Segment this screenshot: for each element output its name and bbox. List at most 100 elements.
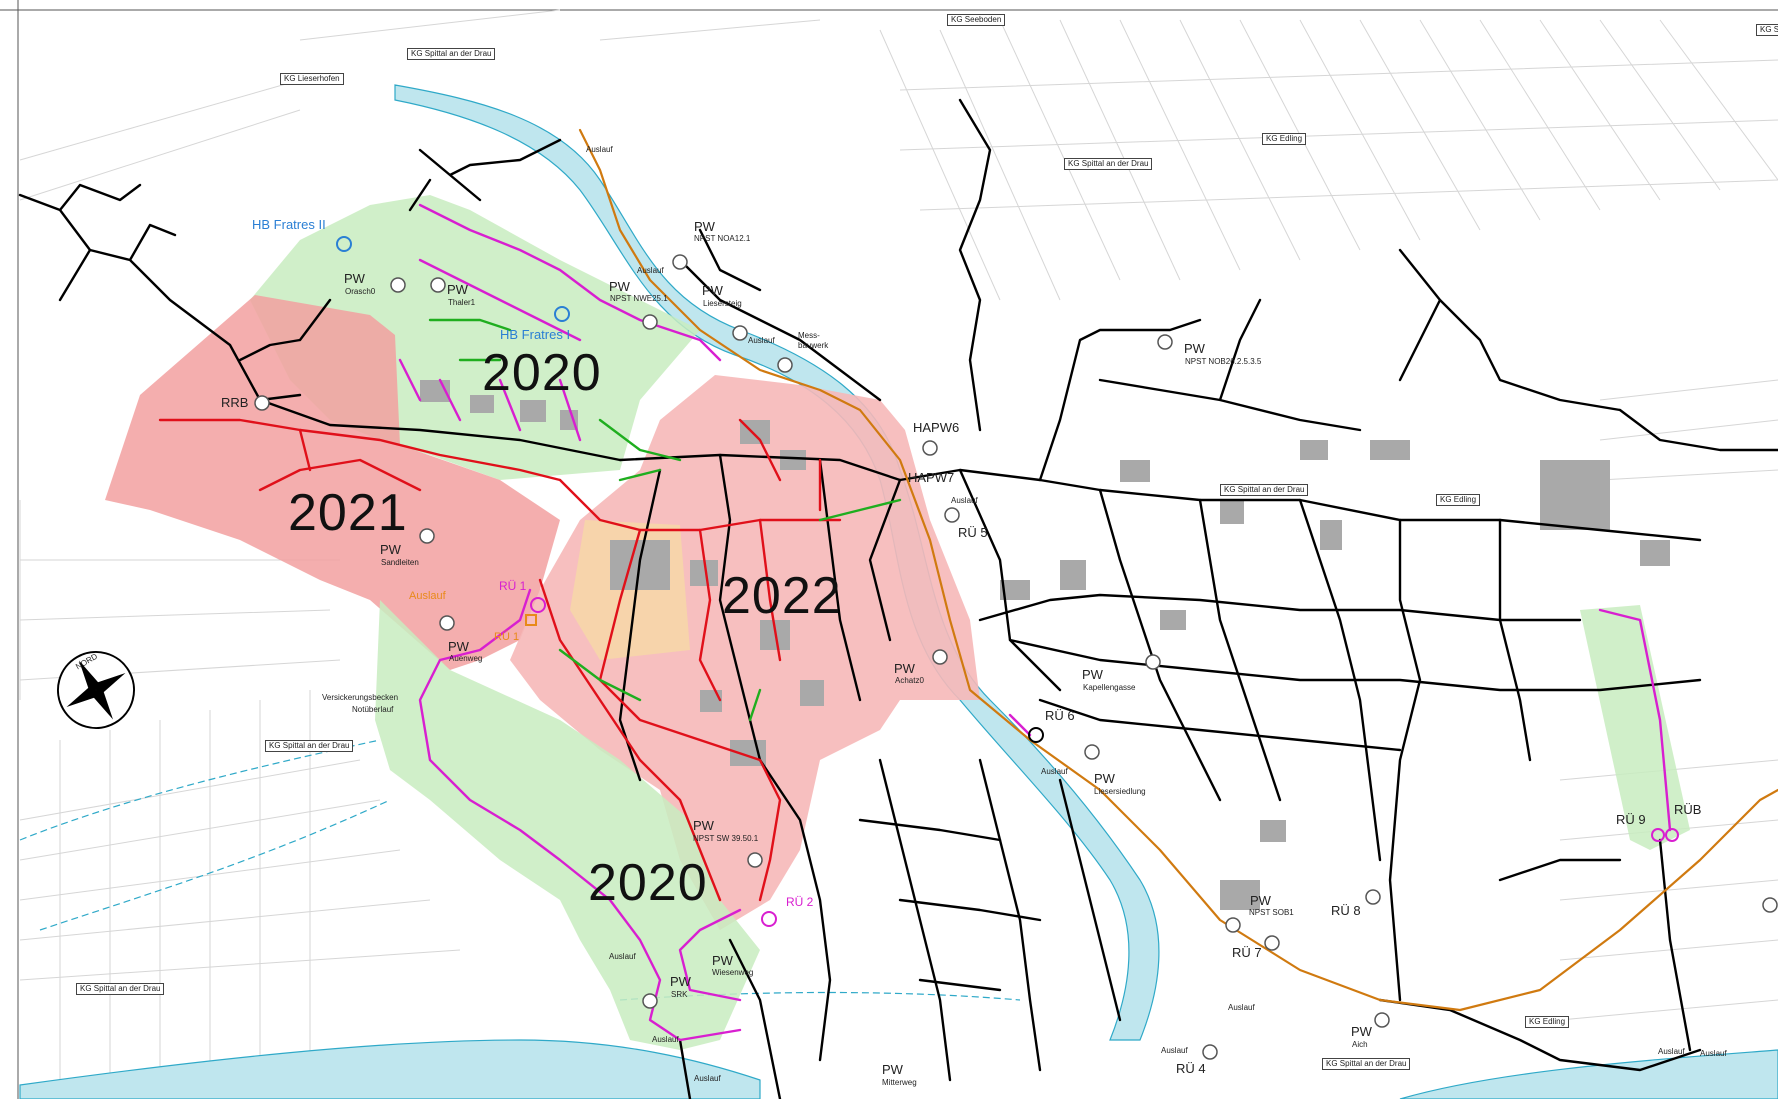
- ru5-label: RÜ 5: [958, 525, 988, 540]
- ru4-label: RÜ 4: [1176, 1061, 1206, 1076]
- pw-label: PW: [712, 953, 733, 968]
- pw-sublabel: Aich: [1352, 1040, 1368, 1049]
- auslauf-label: Auslauf: [652, 1035, 679, 1044]
- versickerung-label: Versickerungsbecken: [322, 693, 399, 702]
- auslauf-label: Auslauf: [1228, 1003, 1255, 1012]
- pw-sublabel: Kapellengasse: [1083, 683, 1136, 692]
- ru6-label: RÜ 6: [1045, 708, 1075, 723]
- pw-sublabel: SRK: [671, 990, 688, 999]
- hb-fratres1-symbol: [554, 306, 570, 322]
- pw-label: PW: [694, 219, 715, 234]
- buildings: [420, 380, 1670, 910]
- auslauf-label: Auslauf: [1658, 1047, 1685, 1056]
- ru8-label: RÜ 8: [1331, 903, 1361, 918]
- pw-sublabel: NPST NOA12.1: [694, 234, 751, 243]
- ru7-label: RÜ 7: [1232, 945, 1262, 960]
- kg-label: KG Spittal an der Drau: [265, 740, 354, 752]
- auslauf-label: Auslauf: [951, 496, 978, 505]
- pw-sublabel: Orasch0: [345, 287, 376, 296]
- zone-2022: [510, 375, 980, 930]
- auslauf-label: Auslauf: [1700, 1049, 1727, 1058]
- kg-label: KG Edling: [1436, 494, 1481, 506]
- ru2-label: RÜ 2: [786, 895, 814, 909]
- rrb-label: RRB: [221, 395, 249, 410]
- ru1-orange-label: RÜ 1: [494, 631, 520, 643]
- kg-label: KG Spittal an der Drau: [407, 48, 496, 60]
- notueberlauf-label: Notüberlauf: [352, 705, 394, 714]
- pw-sublabel: Auenweg: [449, 654, 483, 663]
- pw-sublabel: Sandleiten: [381, 558, 419, 567]
- ru6-symbol: [1028, 727, 1044, 743]
- auslauf-label: Auslauf: [637, 266, 664, 275]
- year-label-2020-south: 2020: [588, 854, 708, 912]
- zone-2021: [105, 295, 560, 670]
- hapw6-label: HAPW6: [913, 420, 960, 435]
- pw-sublabel: Achatz0: [895, 676, 924, 685]
- pw-label: PW: [447, 282, 468, 297]
- kg-label: KG Edling: [1262, 133, 1307, 145]
- kg-label: KG Edling: [1525, 1016, 1570, 1028]
- pw-label: PW: [380, 542, 401, 557]
- auslauf-label: Auslauf: [1041, 767, 1068, 776]
- bauwerk-label: bauwerk: [798, 341, 829, 350]
- pw-label: PW: [344, 271, 365, 286]
- pw-label: PW: [894, 661, 915, 676]
- pw-sublabel: Wiesenweg: [712, 968, 754, 977]
- year-label-2021: 2021: [288, 484, 408, 542]
- pw-label: PW: [1184, 341, 1205, 356]
- auslauf-label: Auslauf: [748, 336, 775, 345]
- planning-zones: [105, 195, 1690, 1050]
- year-label-2020-north: 2020: [482, 344, 602, 402]
- ru2-symbol: [761, 911, 777, 927]
- sewer-red: [158, 418, 842, 902]
- auslauf-label: Auslauf: [586, 145, 613, 154]
- kg-label: KG Spittal an der Drau: [1322, 1058, 1411, 1070]
- kg-label: KG Spittal an der Drau: [1220, 484, 1309, 496]
- year-label-2022: 2022: [722, 567, 842, 625]
- pw-sublabel: NPST NWE25.1: [610, 294, 668, 303]
- zone-2020-south: [375, 600, 760, 1050]
- auslauf-label: Auslauf: [694, 1074, 721, 1083]
- sewer-green: [428, 318, 902, 722]
- pw-label: PW: [882, 1062, 903, 1077]
- ru1-orange-symbol: [525, 614, 537, 626]
- auslauf-label: Auslauf: [409, 590, 446, 602]
- station-symbols: [254, 254, 1778, 1060]
- pw-sublabel: NPST NOB26.2.5.3.5: [1185, 357, 1262, 366]
- kg-label: KG S: [1756, 24, 1778, 36]
- pw-label: PW: [1094, 771, 1115, 786]
- ru1-symbol: [530, 597, 546, 613]
- auslauf-label: Auslauf: [609, 952, 636, 961]
- pw-sublabel: Liesersiedlung: [1094, 787, 1146, 796]
- special-symbols: [336, 236, 1679, 927]
- pw-sublabel: Liesersteig: [703, 299, 742, 308]
- kg-label: KG Lieserhofen: [280, 73, 344, 85]
- compass-rose: [56, 651, 135, 729]
- pw-sublabel: NPST SOB1: [1249, 908, 1294, 917]
- hb-fratres1-label: HB Fratres I: [500, 327, 571, 342]
- pw-sublabel: NPST SW 39.50.1: [693, 834, 759, 843]
- kg-label: KG Spittal an der Drau: [1064, 158, 1153, 170]
- zone-east-strip: [1580, 605, 1690, 850]
- hb-fratres2-label: HB Fratres II: [252, 217, 326, 232]
- pressure-main: [578, 128, 1778, 1012]
- pw-label: PW: [670, 974, 691, 989]
- auslauf-label: Auslauf: [1161, 1046, 1188, 1055]
- pw-label: PW: [1082, 667, 1103, 682]
- pw-label: PW: [702, 283, 723, 298]
- kg-label: KG Seeboden: [947, 14, 1006, 26]
- ru9-symbol: [1651, 828, 1665, 842]
- rub-label: RÜB: [1674, 802, 1702, 817]
- river-drau: [19, 1039, 761, 1099]
- pw-label: PW: [448, 639, 469, 654]
- pw-sublabel: Thaler1: [448, 298, 476, 307]
- rub-symbol: [1665, 828, 1679, 842]
- hb-fratres2-symbol: [336, 236, 352, 252]
- kg-label: KG Spittal an der Drau: [76, 983, 165, 995]
- pw-label: PW: [1351, 1024, 1372, 1039]
- pw-label: PW: [609, 279, 630, 294]
- mess-label: Mess-: [798, 331, 820, 340]
- sewer-magenta: [398, 203, 1672, 1042]
